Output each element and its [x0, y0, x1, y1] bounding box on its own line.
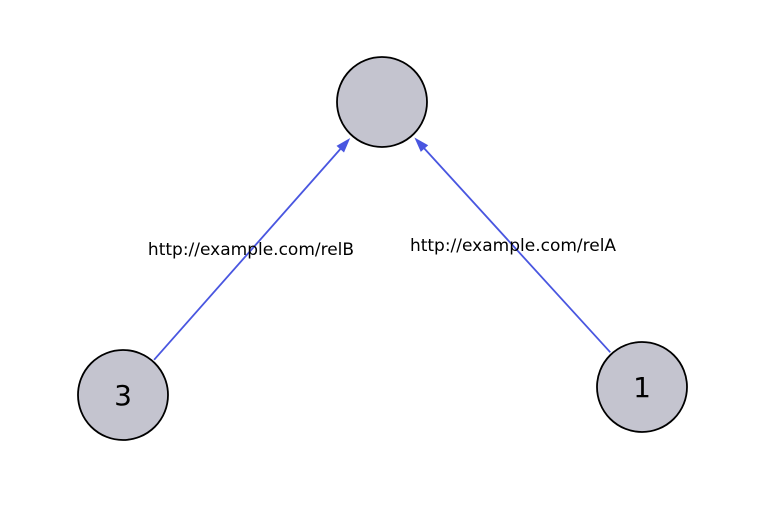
graph-edge-line	[419, 142, 611, 353]
edge-label: http://example.com/relB	[148, 240, 354, 260]
graph-node	[336, 56, 428, 148]
node-label: 3	[114, 379, 132, 412]
edge-label: http://example.com/relA	[410, 236, 616, 256]
graph-edge-line	[153, 143, 346, 361]
graph-node	[77, 349, 169, 441]
graph-node	[596, 341, 688, 433]
edge-arrowhead	[414, 137, 429, 152]
node-label: 1	[633, 371, 651, 404]
edge-arrowhead	[336, 138, 351, 153]
